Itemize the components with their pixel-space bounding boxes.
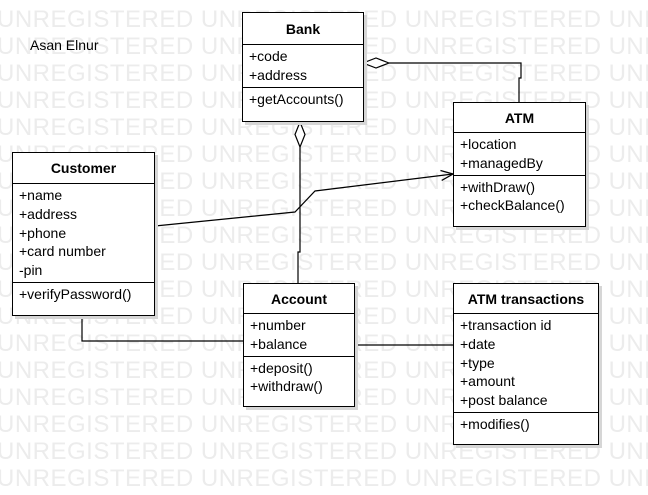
attribute: +balance: [250, 335, 308, 352]
account-bank-aggregation-diamond: [294, 120, 306, 149]
attribute: +managedBy: [460, 154, 543, 171]
operation: +deposit(): [250, 359, 313, 376]
attribute: +phone: [19, 224, 67, 241]
customer-atm-association-line: [154, 174, 453, 227]
class-title: Customer: [13, 153, 154, 184]
class-attributes: +number +balance: [244, 314, 354, 356]
class-operations: +deposit() +withdraw(): [244, 355, 354, 399]
class-title: ATM: [454, 103, 585, 133]
atm-bank-aggregation-line: [389, 62, 522, 104]
class-attributes: +location +managedBy: [454, 133, 585, 175]
class-operations: +getAccounts(): [243, 86, 363, 111]
operation: +verifyPassword(): [19, 285, 132, 302]
class-title: ATM transactions: [454, 284, 598, 314]
class-operations: +withDraw() +checkBalance(): [454, 174, 585, 218]
class-attributes: +code +address: [243, 45, 363, 87]
class-title: Bank: [243, 13, 363, 45]
operation: +modifies(): [460, 415, 530, 432]
attribute: +transaction id: [460, 317, 552, 333]
attribute: +address: [249, 66, 307, 83]
class-atm-transactions[interactable]: ATM transactions +transaction id +date +…: [453, 283, 599, 445]
class-attributes: +name +address +phone +card number -pin: [13, 184, 154, 282]
attribute: +location: [460, 136, 517, 152]
class-operations: +verifyPassword(): [13, 281, 154, 306]
attribute: +post balance: [460, 392, 548, 409]
operation: +checkBalance(): [460, 197, 565, 214]
attribute: +amount: [460, 373, 515, 390]
class-bank[interactable]: Bank +code +address +getAccounts(): [242, 12, 364, 122]
operation: +withDraw(): [460, 178, 536, 195]
customer-account-association-line: [81, 316, 243, 342]
class-atm[interactable]: ATM +location +managedBy +withDraw() +ch…: [453, 102, 586, 227]
class-attributes: +transaction id +date +type +amount +pos…: [454, 314, 598, 412]
attribute: +type: [460, 354, 495, 371]
atm-bank-aggregation-diamond: [361, 57, 391, 69]
attribute: +code: [249, 48, 288, 64]
account-bank-aggregation-line: [297, 147, 301, 284]
attribute: +date: [460, 335, 496, 352]
class-account[interactable]: Account +number +balance +deposit() +wit…: [243, 283, 355, 407]
attribute: +name: [19, 187, 63, 203]
watermark-row: UNREGISTERED UNREGISTERED UNREGISTERED U…: [0, 465, 648, 492]
operation: +getAccounts(): [249, 90, 344, 107]
author-names: Asan Elnur: [30, 37, 99, 53]
class-title: Account: [244, 284, 354, 314]
operation: +withdraw(): [250, 378, 323, 395]
class-operations: +modifies(): [454, 411, 598, 436]
attribute: +card number: [19, 243, 106, 260]
attribute: +address: [19, 205, 77, 222]
attribute: -pin: [19, 262, 43, 279]
attribute: +number: [250, 317, 306, 333]
class-customer[interactable]: Customer +name +address +phone +card num…: [12, 152, 155, 316]
